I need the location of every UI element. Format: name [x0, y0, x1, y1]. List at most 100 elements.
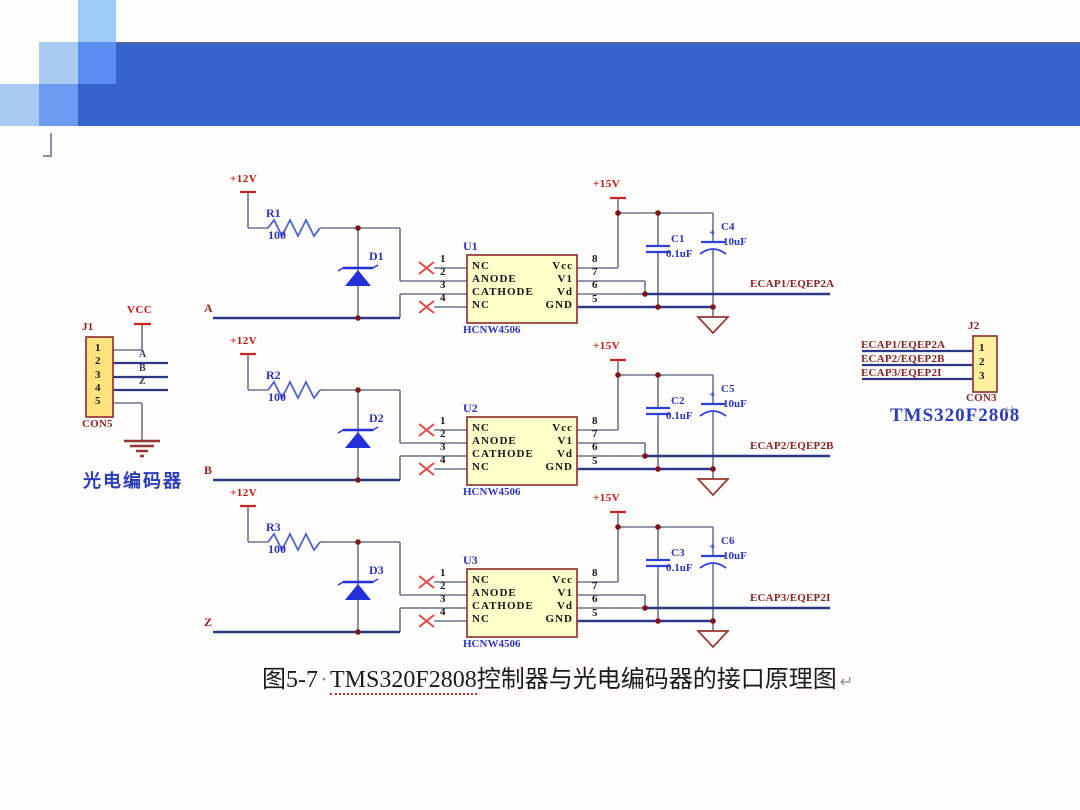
pin-num-3: 3 — [440, 441, 446, 453]
pin-name-nc-bottom: NC — [472, 461, 490, 473]
input-net-label: B — [204, 463, 213, 477]
j1-pin-2: 2 — [95, 355, 101, 367]
bypass-cap-refdes: C1 — [671, 233, 685, 245]
input-net-label: Z — [204, 615, 213, 629]
pin-name-v1: V1 — [557, 435, 573, 447]
space-dot-mark: · — [320, 667, 328, 693]
pin-name-nc-bottom: NC — [472, 613, 490, 625]
chip-part-number: HCNW4506 — [463, 486, 521, 498]
chip-part-number: HCNW4506 — [463, 324, 521, 336]
j2-net-ecap3: ECAP3/EQEP2I — [861, 367, 942, 379]
pin-num-5: 5 — [592, 607, 598, 619]
j1-pin-5: 5 — [95, 395, 101, 407]
pin-name-v1: V1 — [557, 273, 573, 285]
j2-connector-body — [972, 335, 998, 393]
pin-name-anode: ANODE — [472, 435, 517, 447]
pin-num-5: 5 — [592, 455, 598, 467]
caption-part-number: TMS320F2808 — [330, 667, 477, 695]
j1-net-a: A — [139, 349, 147, 360]
pin-name-vd: Vd — [556, 286, 573, 298]
pin-name-v1: V1 — [557, 587, 573, 599]
pin-name-vcc: Vcc — [552, 422, 573, 434]
bulk-cap-plus-sign: + — [709, 541, 716, 553]
pin-num-8: 8 — [592, 253, 598, 265]
pin-num-4: 4 — [440, 454, 446, 466]
pin-num-1: 1 — [440, 253, 446, 265]
chip-refdes: U2 — [463, 401, 478, 415]
pin-name-cathode: CATHODE — [472, 286, 534, 298]
text-anchor-mark — [43, 133, 52, 157]
j2-pin-1: 1 — [979, 342, 985, 354]
chip-refdes: U3 — [463, 553, 478, 567]
pin-name-gnd: GND — [545, 613, 573, 625]
diode-refdes: D2 — [369, 411, 384, 425]
bulk-cap-refdes: C4 — [721, 221, 735, 233]
j2-net-ecap2: ECAP2/EQEP2B — [861, 353, 945, 365]
pin-name-anode: ANODE — [472, 587, 517, 599]
resistor-value: 100 — [268, 228, 286, 242]
pin-name-nc-bottom: NC — [472, 299, 490, 311]
j1-pin-1: 1 — [95, 342, 101, 354]
pin-num-6: 6 — [592, 593, 598, 605]
j1-pin-4: 4 — [95, 382, 101, 394]
diode-refdes: D1 — [369, 249, 384, 263]
pin-num-7: 7 — [592, 580, 598, 592]
pin-name-nc-top: NC — [472, 260, 490, 272]
deco-square-banner-corner — [78, 84, 116, 126]
pin-num-3: 3 — [440, 593, 446, 605]
deco-square-left — [39, 42, 78, 84]
pin-num-1: 1 — [440, 567, 446, 579]
caption-return-mark-icon: ↵ — [839, 674, 854, 691]
j1-stub-wires — [113, 324, 143, 441]
deco-square-bottom-left — [0, 84, 39, 126]
return-mark-icon: ↵ — [1004, 402, 1015, 417]
pin-name-vd: Vd — [556, 600, 573, 612]
j1-net-z: Z — [139, 376, 146, 387]
diode-refdes: D3 — [369, 563, 384, 577]
bulk-cap-value: 10uF — [723, 398, 747, 410]
caption-text: 控制器与光电编码器的接口原理图 — [476, 667, 837, 693]
pin-name-anode: ANODE — [472, 273, 517, 285]
j1-footprint: CON5 — [82, 418, 113, 430]
bulk-cap-plus-sign: + — [709, 227, 716, 239]
j1-net-b: B — [139, 363, 146, 374]
bypass-cap-refdes: C3 — [671, 547, 685, 559]
deco-square-bright — [78, 42, 116, 84]
pin-name-nc-top: NC — [472, 422, 490, 434]
resistor-refdes: R2 — [266, 368, 281, 382]
supply-12v-label: +12V — [230, 487, 258, 499]
caption-figure-number: 图5-7 — [262, 667, 318, 693]
output-net-label: ECAP2/EQEP2B — [750, 440, 834, 452]
earth-ground-symbol — [124, 439, 160, 458]
pin-num-8: 8 — [592, 567, 598, 579]
j2-net-wires — [862, 349, 973, 381]
bypass-cap-value: 0.1uF — [666, 562, 693, 574]
supply-15v-label: +15V — [593, 492, 621, 504]
j2-net-ecap1: ECAP1/EQEP2A — [861, 339, 946, 351]
vcc-power-label: VCC — [127, 304, 153, 316]
output-net-label: ECAP3/EQEP2I — [750, 592, 831, 604]
pin-name-nc-top: NC — [472, 574, 490, 586]
resistor-refdes: R1 — [266, 206, 281, 220]
pin-num-4: 4 — [440, 606, 446, 618]
dsp-caption: TMS320F2808 — [890, 405, 1021, 426]
j1-refdes: J1 — [82, 321, 94, 333]
supply-12v-label: +12V — [230, 173, 258, 185]
j2-footprint: CON3 — [966, 392, 997, 404]
supply-12v-label: +12V — [230, 335, 258, 347]
pin-num-8: 8 — [592, 415, 598, 427]
j1-signal-wires — [113, 361, 168, 392]
pin-num-7: 7 — [592, 428, 598, 440]
pin-num-2: 2 — [440, 428, 446, 440]
bulk-cap-value: 10uF — [723, 236, 747, 248]
pin-num-3: 3 — [440, 279, 446, 291]
pin-num-7: 7 — [592, 266, 598, 278]
pin-num-2: 2 — [440, 580, 446, 592]
supply-15v-label: +15V — [593, 340, 621, 352]
bulk-cap-refdes: C6 — [721, 535, 735, 547]
bulk-cap-plus-sign: + — [709, 389, 716, 401]
figure-caption: 图5-7·TMS320F2808控制器与光电编码器的接口原理图↵ — [262, 659, 854, 695]
